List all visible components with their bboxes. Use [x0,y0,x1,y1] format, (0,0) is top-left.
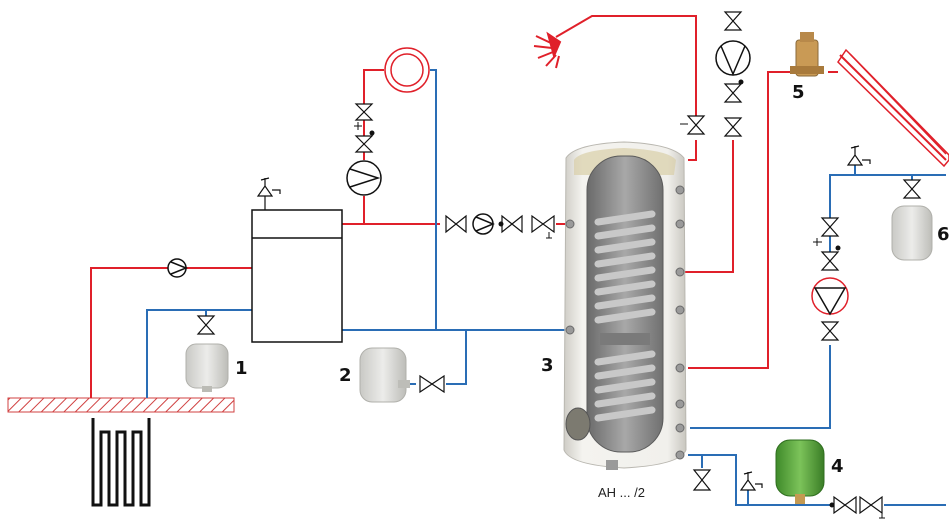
check-valve-dots [369,79,841,508]
pump-icon [715,40,751,76]
valve-icon [820,251,840,271]
safety-valve-icon [256,177,281,210]
shower-icon [533,31,562,69]
valve-icon [501,214,523,234]
valve-icon [196,315,216,335]
valve-icon [686,115,706,135]
label-2: 2 [339,365,352,386]
valve-icon [692,469,712,491]
valve-icon [445,214,467,234]
valve-icon [820,217,840,237]
pump-icon [346,160,382,196]
valve-icon [833,495,857,515]
radiator-icon [384,47,430,93]
floor-slab [7,397,235,413]
label-1: 1 [235,358,248,379]
valve-icon [419,374,445,394]
floor-heating [7,397,235,507]
label-4: 4 [831,456,844,477]
label-3: 3 [541,355,554,376]
label-6: 6 [937,224,949,245]
solar-collector-icon [837,48,949,168]
expansion-vessel-icon [775,439,825,504]
boiler-icon [251,209,343,343]
valve-icon [531,214,555,234]
valve-icon [902,179,922,199]
valve-icon [723,11,743,31]
valve-icon [354,103,374,121]
valve-icon [723,117,743,137]
safety-valve-icon [846,145,871,166]
safety-valve-icon [739,471,763,491]
pump-icon [811,277,849,316]
floor-heating-icon [91,418,151,507]
valve-icon [723,83,743,103]
air-vent-icon [790,32,824,77]
valve-icon [820,321,840,341]
tank-model-label: AH ... /2 [598,485,645,500]
storage-tank-icon [563,141,687,470]
pump-icon [167,258,189,278]
upper-coil [594,210,656,324]
lower-coil [594,350,656,422]
drain-ticks [354,122,885,519]
hot-pipes [90,15,947,398]
expansion-vessel-icon [891,205,933,261]
valve-icon [859,495,883,515]
label-5: 5 [792,82,805,103]
valves [196,11,922,515]
valve-icon [354,135,374,153]
pump-icon [472,213,495,235]
expansion-vessel-icon [359,347,410,403]
expansion-vessel-icon [185,343,229,392]
